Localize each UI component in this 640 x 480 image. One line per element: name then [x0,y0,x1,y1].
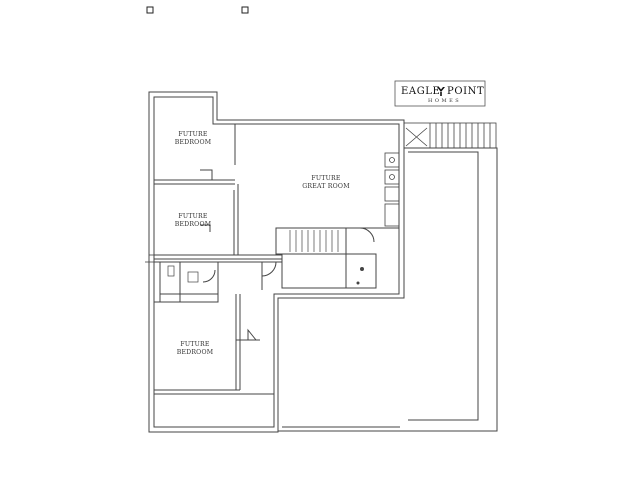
room-label-bedroom-middle: FUTURE BEDROOM [175,213,212,228]
room-label-line2: BEDROOM [177,349,214,356]
exterior-stair [403,122,497,149]
eagle-icon [437,87,445,96]
room-label-line1: FUTURE [311,175,341,182]
room-label-bedroom-bottom: FUTURE BEDROOM [177,341,214,356]
logo-brand-right: POINT [447,86,484,97]
interior-stair [289,230,339,252]
logo-sub: HOMES [428,98,461,104]
eagle-point-homes-logo: EAGLE POINT HOMES [394,80,486,107]
outer-walls [148,91,405,433]
windows [145,119,350,263]
room-label-line2: BEDROOM [175,139,212,146]
fixtures [167,265,364,285]
room-label-bedroom-top: FUTURE BEDROOM [175,131,212,146]
room-label-line1: FUTURE [180,341,210,348]
crop-mark [241,6,249,14]
room-label-line2: BEDROOM [175,221,212,228]
garage [277,147,498,432]
logo-brand-left: EAGLE [401,86,440,97]
interior-walls [154,124,399,395]
room-label-line2: GREAT ROOM [302,183,350,190]
room-label-line1: FUTURE [178,131,208,138]
room-label-line1: FUTURE [178,213,208,220]
kitchen-appliances [384,152,400,227]
crop-mark [146,6,154,14]
room-label-great-room: FUTURE GREAT ROOM [302,175,350,190]
